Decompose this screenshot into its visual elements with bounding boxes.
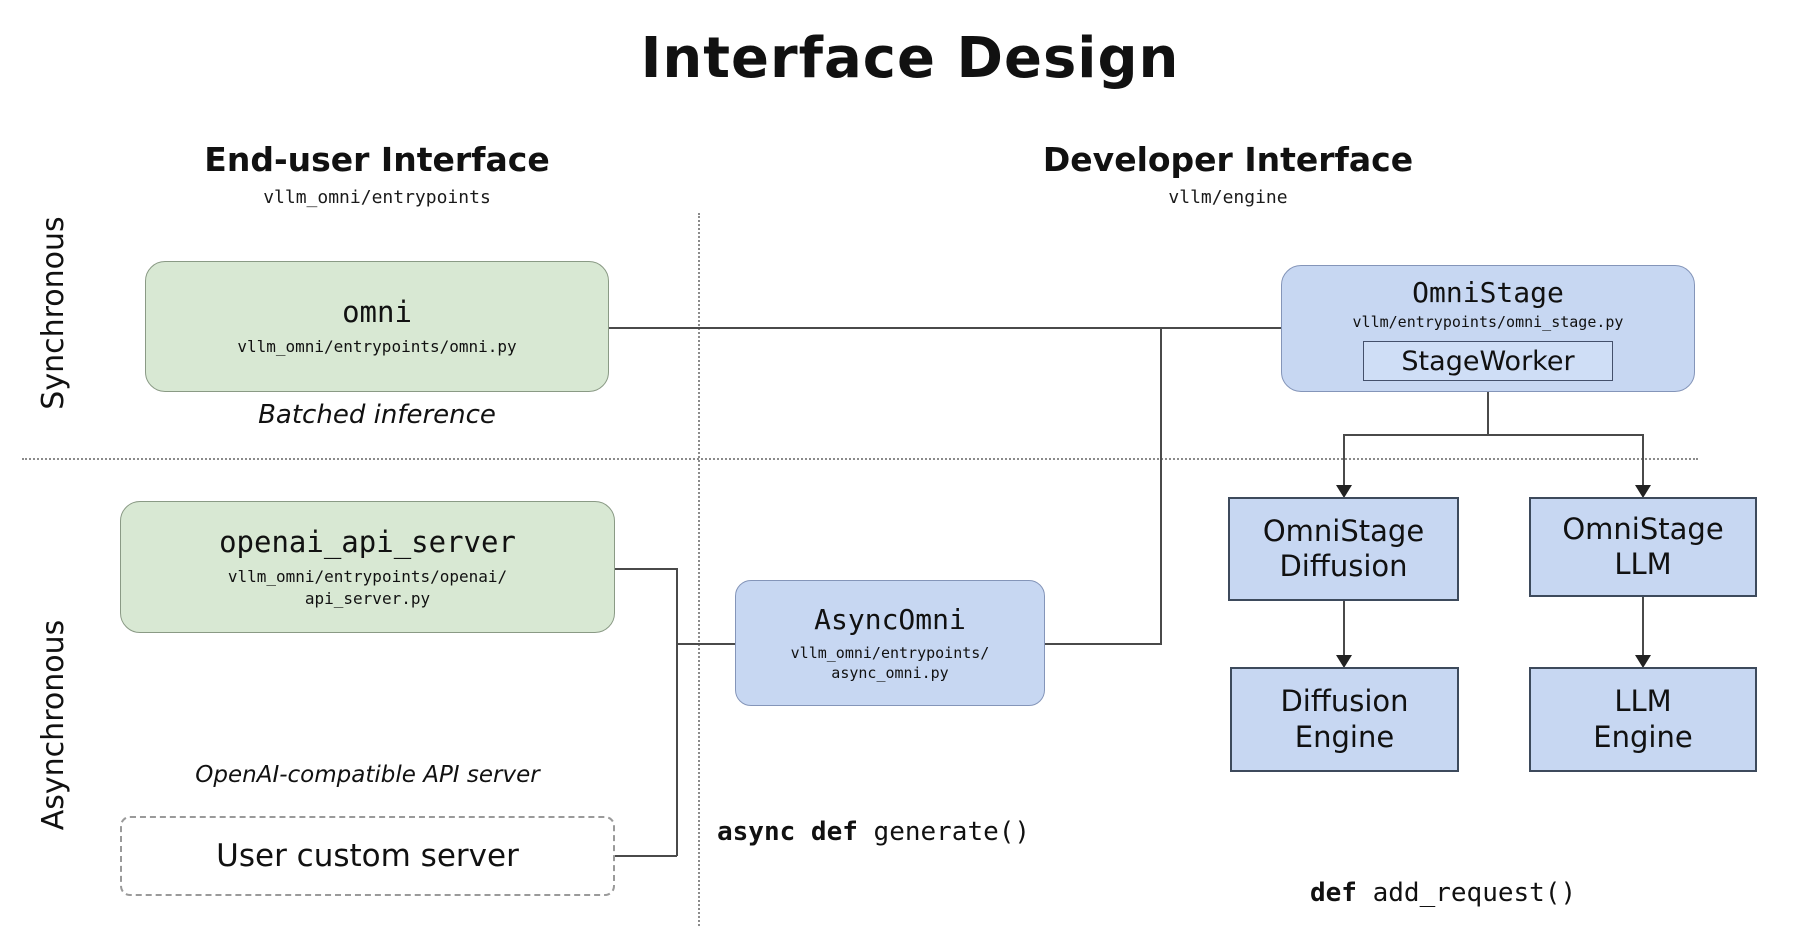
- asyncomni-node: AsyncOmni vllm_omni/entrypoints/async_om…: [735, 580, 1045, 706]
- openai-api-server-path: vllm_omni/entrypoints/openai/api_server.…: [228, 566, 507, 609]
- omnistage-path: vllm/entrypoints/omni_stage.py: [1353, 312, 1624, 332]
- batched-inference-caption: Batched inference: [145, 400, 609, 430]
- omnistage-diffusion-label: OmniStageDiffusion: [1263, 514, 1424, 585]
- connector-asyncomni-riser: [1160, 327, 1162, 644]
- diffusion-engine-label: DiffusionEngine: [1280, 684, 1408, 755]
- omnistage-node: OmniStage vllm/entrypoints/omni_stage.py…: [1281, 265, 1695, 392]
- end-user-interface-path: vllm_omni/entrypoints: [127, 187, 627, 208]
- omnistage-llm-label: OmniStageLLM: [1562, 512, 1723, 583]
- omni-title: omni: [342, 295, 412, 329]
- asynchronous-label: Asynchronous: [36, 575, 76, 875]
- openai-api-server-title: openai_api_server: [219, 525, 516, 559]
- omni-path: vllm_omni/entrypoints/omni.py: [237, 336, 516, 358]
- asyncomni-methods-code: async def generate() async def abort() +…: [717, 737, 1093, 926]
- connector-openai-stub: [615, 568, 677, 570]
- connector-diffusion-engine: [1343, 601, 1345, 656]
- asyncomni-title: AsyncOmni: [814, 603, 966, 636]
- diffusion-engine-node: DiffusionEngine: [1230, 667, 1459, 772]
- connector-openai-riser: [676, 568, 678, 856]
- column-header-end-user: End-user Interface vllm_omni/entrypoints: [127, 140, 627, 208]
- code-line: def add_request(): [1310, 874, 1607, 912]
- stageworker-node: StageWorker: [1363, 341, 1613, 381]
- connector-asyncomni-stub: [1044, 643, 1162, 645]
- asyncomni-path: vllm_omni/entrypoints/async_omni.py: [791, 643, 990, 684]
- synchronous-label: Synchronous: [36, 163, 76, 463]
- openai-api-server-node: openai_api_server vllm_omni/entrypoints/…: [120, 501, 615, 633]
- openai-compatible-caption: OpenAI-compatible API server: [120, 762, 615, 788]
- row-divider-dotted-line: [22, 458, 1698, 460]
- end-user-interface-title: End-user Interface: [127, 140, 627, 179]
- connector-riser-to-asyncomni: [677, 643, 735, 645]
- column-divider-dotted-line: [698, 213, 700, 926]
- user-custom-server-node: User custom server: [120, 816, 615, 896]
- llm-engine-node: LLMEngine: [1529, 667, 1757, 772]
- stage-methods-code: def add_request() def abort_request() de…: [1310, 798, 1607, 926]
- user-custom-server-title: User custom server: [216, 838, 519, 874]
- connector-branch-right: [1642, 434, 1644, 486]
- connector-omni-to-omnistage: [609, 327, 1281, 329]
- connector-user-custom-stub: [615, 855, 677, 857]
- omnistage-title: OmniStage: [1412, 276, 1564, 309]
- connector-omnistage-stem: [1487, 392, 1489, 435]
- connector-llm-engine: [1642, 595, 1644, 656]
- developer-interface-path: vllm/engine: [978, 187, 1478, 208]
- developer-interface-title: Developer Interface: [978, 140, 1478, 179]
- llm-engine-label: LLMEngine: [1593, 684, 1692, 755]
- page-title: Interface Design: [0, 26, 1820, 91]
- omnistage-llm-node: OmniStageLLM: [1529, 497, 1757, 597]
- column-header-developer: Developer Interface vllm/engine: [978, 140, 1478, 208]
- connector-branch-left: [1343, 434, 1345, 486]
- connector-branch-bar: [1343, 434, 1644, 436]
- omni-node: omni vllm_omni/entrypoints/omni.py: [145, 261, 609, 392]
- omnistage-diffusion-node: OmniStageDiffusion: [1228, 497, 1459, 601]
- code-line: async def generate(): [717, 813, 1093, 851]
